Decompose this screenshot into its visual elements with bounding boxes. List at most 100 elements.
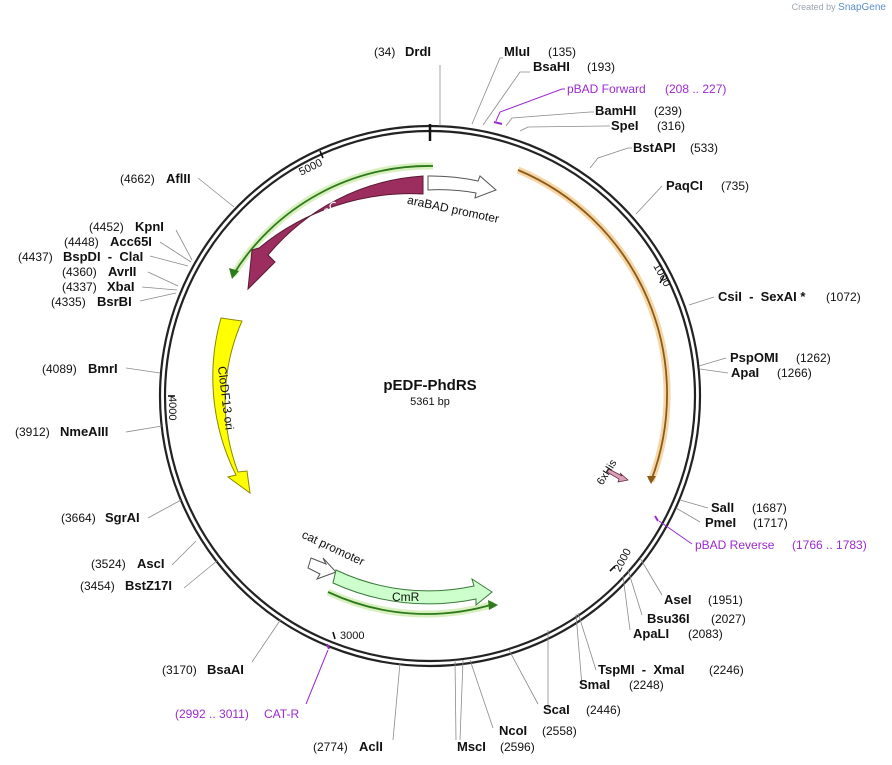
orf-arc-orange-glow bbox=[516, 166, 671, 483]
site-pos-avrii: (4360) bbox=[62, 265, 97, 279]
site-pos-nmeaiii: (3912) bbox=[15, 425, 50, 439]
site-name-bstz17i: BstZ17I bbox=[125, 578, 172, 593]
site-pos-acli: (2774) bbox=[313, 740, 348, 754]
site-name-msci: MscI bbox=[457, 739, 486, 754]
site-name-drdi: DrdI bbox=[405, 44, 431, 59]
site-name-asei: AseI bbox=[664, 592, 691, 607]
site-name-bstapi: BstAPI bbox=[633, 140, 676, 155]
site-pos-ncoi: (2558) bbox=[542, 724, 577, 738]
site-name-sgrai: SgrAI bbox=[105, 510, 140, 525]
leader-lines bbox=[125, 57, 729, 741]
snapgene-credit: Created by SnapGene bbox=[792, 2, 886, 13]
site-pos-msci: (2596) bbox=[500, 740, 535, 754]
tick-mark-2000 bbox=[609, 565, 616, 572]
site-name-paqci: PaqCI bbox=[666, 178, 703, 193]
feature-cat-promoter[interactable] bbox=[307, 557, 337, 580]
site-pos-apali: (2083) bbox=[688, 627, 723, 641]
site-pos-apai: (1266) bbox=[777, 366, 812, 380]
primer-mark-pbad-forward bbox=[493, 121, 503, 125]
orf-arc-orange bbox=[517, 169, 668, 482]
site-name-pmei: PmeI bbox=[705, 515, 736, 530]
primer-range-pbad-forward: (208 .. 227) bbox=[665, 82, 726, 96]
site-pos-bsrbi: (4335) bbox=[51, 295, 86, 309]
tick-label-4000: 4000 bbox=[166, 396, 178, 420]
site-pos-kpni: (4452) bbox=[89, 220, 124, 234]
site-name-ncoi: NcoI bbox=[499, 723, 527, 738]
orf-arc-cmr-arrowhead bbox=[488, 600, 498, 610]
site-name-apali: ApaLI bbox=[633, 626, 669, 641]
site-name-bmri: BmrI bbox=[88, 361, 118, 376]
feature-arabad-promoter[interactable] bbox=[427, 175, 497, 199]
site-pos-asei: (1951) bbox=[708, 593, 743, 607]
primer-mark-cat-r bbox=[326, 643, 330, 650]
tick-label-3000: 3000 bbox=[340, 630, 364, 642]
site-pos-sgrai: (3664) bbox=[61, 511, 96, 525]
primer-name-pbad-reverse: pBAD Reverse bbox=[695, 538, 775, 552]
plasmid-name: pEDF-PhdRS bbox=[383, 377, 476, 394]
site-name-scai: ScaI bbox=[543, 702, 570, 717]
site-pos-pmei: (1717) bbox=[753, 516, 788, 530]
site-name-spei: SpeI bbox=[611, 118, 638, 133]
site-pos-scai: (2446) bbox=[586, 703, 621, 717]
site-pos-xbai: (4337) bbox=[62, 280, 97, 294]
tick-label-1000: 1000 bbox=[650, 261, 672, 288]
primer-name-cat-r: CAT-R bbox=[264, 707, 299, 721]
site-pos-csii-sexai: (1072) bbox=[826, 290, 861, 304]
site-pos-mlui: (135) bbox=[548, 45, 576, 59]
tick-mark-5000 bbox=[319, 150, 324, 159]
tick-label-5000: 5000 bbox=[297, 157, 324, 179]
site-name-avrii: AvrII bbox=[108, 264, 136, 279]
site-labels: (34) DrdI MluI (135) BsaHI (193) BamHI (… bbox=[15, 44, 867, 754]
site-name-apai: ApaI bbox=[731, 365, 759, 380]
site-name-bsrbi: BsrBI bbox=[97, 294, 132, 309]
site-name-smai: SmaI bbox=[579, 677, 610, 692]
site-name-sali: SalI bbox=[711, 500, 734, 515]
site-name-bsu36i: Bsu36I bbox=[647, 611, 690, 626]
credit-prefix: Created by bbox=[791, 2, 836, 12]
orf-arcs bbox=[229, 162, 671, 618]
site-pos-smai: (2248) bbox=[629, 678, 664, 692]
site-name-nmeaiii: NmeAIII bbox=[60, 424, 108, 439]
site-name-csii-sexai: CsiI - SexAI * bbox=[718, 289, 806, 304]
site-pos-tspmi-xmai: (2246) bbox=[709, 663, 744, 677]
site-pos-acc65i: (4448) bbox=[64, 235, 99, 249]
site-pos-pspomi: (1262) bbox=[796, 351, 831, 365]
site-name-asci: AscI bbox=[137, 556, 164, 571]
site-pos-bstapi: (533) bbox=[690, 141, 718, 155]
feature-6xhis-label: 6xHis bbox=[595, 457, 620, 487]
orf-arc-green bbox=[232, 165, 434, 276]
primer-mark-pbad-reverse bbox=[654, 515, 659, 522]
site-name-tspmi-xmai: TspMI - XmaI bbox=[598, 662, 684, 677]
site-name-acli: AclI bbox=[359, 739, 383, 754]
orf-arc-green-arrowhead bbox=[229, 268, 239, 279]
orf-arc-cmr bbox=[327, 591, 495, 615]
site-name-kpni: KpnI bbox=[135, 219, 164, 234]
credit-brand: SnapGene bbox=[838, 2, 886, 13]
plasmid-length: 5361 bp bbox=[410, 396, 450, 408]
site-pos-bsu36i: (2027) bbox=[711, 612, 746, 626]
feature-clodf13-ori[interactable] bbox=[212, 317, 251, 495]
site-pos-bsaai: (3170) bbox=[162, 663, 197, 677]
orf-arc-orange-arrowhead bbox=[647, 476, 656, 484]
site-name-acc65i: Acc65I bbox=[110, 234, 152, 249]
feature-arabad-label: araBAD promoter bbox=[406, 193, 500, 226]
feature-arac[interactable] bbox=[247, 175, 424, 291]
site-pos-sali: (1687) bbox=[752, 501, 787, 515]
primer-range-pbad-reverse: (1766 .. 1783) bbox=[792, 538, 867, 552]
site-name-bspdi-clai: BspDI - ClaI bbox=[63, 249, 143, 264]
site-pos-asci: (3524) bbox=[91, 557, 126, 571]
site-name-mlui: MluI bbox=[504, 44, 530, 59]
site-pos-drdi: (34) bbox=[374, 45, 395, 59]
site-pos-bamhi: (239) bbox=[654, 104, 682, 118]
backbone bbox=[158, 124, 702, 668]
feature-cmr[interactable] bbox=[332, 569, 493, 607]
site-pos-paqci: (735) bbox=[721, 179, 749, 193]
site-name-bsahi: BsaHI bbox=[533, 59, 570, 74]
primer-name-pbad-forward: pBAD Forward bbox=[567, 82, 646, 96]
site-name-pspomi: PspOMI bbox=[730, 350, 778, 365]
primer-range-cat-r: (2992 .. 3011) bbox=[175, 707, 249, 721]
feature-6xhis[interactable] bbox=[606, 468, 629, 483]
site-name-bamhi: BamHI bbox=[595, 103, 636, 118]
site-pos-aflii: (4662) bbox=[120, 172, 155, 186]
